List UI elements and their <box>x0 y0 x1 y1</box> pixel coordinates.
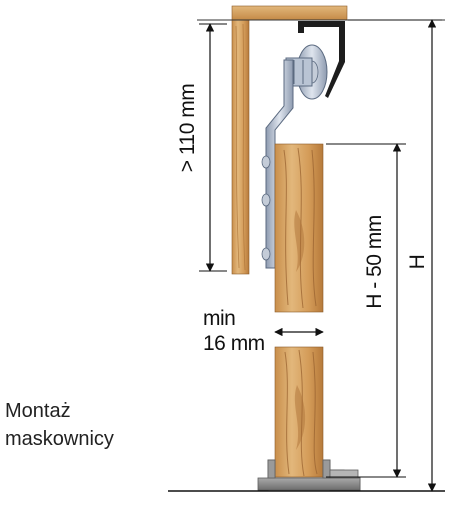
dimension-gap-min-label: min <box>203 307 235 330</box>
dimension-door-height: H - 50 mm <box>326 143 406 478</box>
dimension-door-height-label: H - 50 mm <box>363 215 386 309</box>
pelmet-top-board <box>231 5 348 21</box>
door-leaf-upper <box>274 143 324 313</box>
caption: Montaż maskownicy <box>5 400 114 450</box>
roller-carriage <box>285 44 328 100</box>
bracket-screws <box>261 155 271 261</box>
track-rail <box>298 21 345 98</box>
dimension-top-clearance-label: > 110 mm <box>176 84 199 172</box>
door-leaf-lower <box>274 346 324 478</box>
dimension-total-height-label: H <box>406 255 429 270</box>
pelmet-front-board <box>231 19 250 275</box>
dimension-gap-value-label: 16 mm <box>203 332 265 355</box>
dimension-gap: min 16 mm <box>203 307 324 355</box>
caption-line-2: maskownicy <box>5 428 114 450</box>
dimension-top-clearance: > 110 mm <box>176 23 227 272</box>
floor-guide <box>257 459 361 491</box>
caption-line-1: Montaż <box>5 400 71 422</box>
dimension-total-height: H <box>348 19 442 492</box>
pelmet <box>231 5 348 275</box>
